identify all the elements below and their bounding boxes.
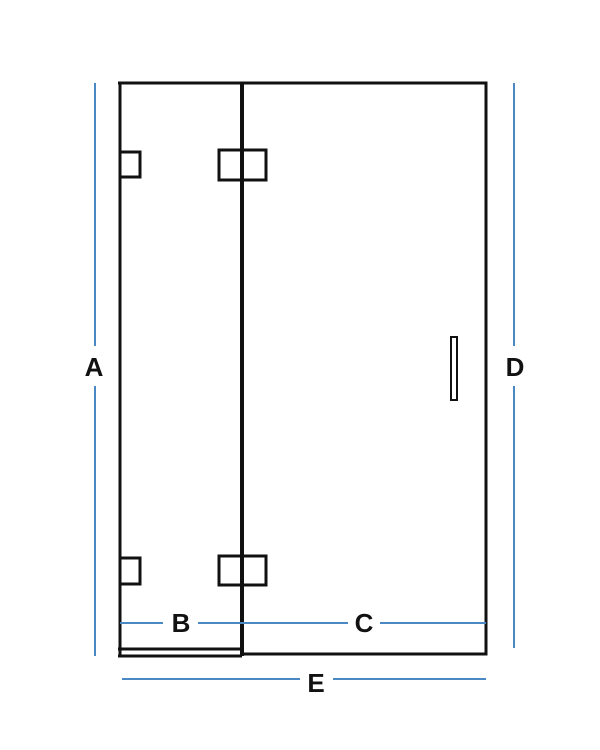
label-a: A — [85, 352, 104, 382]
hinge-bottom — [217, 554, 268, 587]
label-e: E — [307, 668, 324, 698]
hinge-top — [217, 148, 268, 182]
clamp-top — [118, 150, 142, 179]
dimension-line-a: A — [85, 83, 104, 656]
door-panel — [217, 81, 488, 656]
door-handle — [450, 336, 458, 401]
label-d: D — [506, 352, 525, 382]
fixed-panel — [118, 81, 242, 658]
dimension-line-d: D — [506, 83, 525, 648]
dimension-line-b-c: B C — [120, 608, 486, 638]
clamp-bottom — [118, 556, 142, 586]
label-c: C — [355, 608, 374, 638]
dimension-line-e: E — [122, 668, 486, 698]
label-b: B — [172, 608, 191, 638]
